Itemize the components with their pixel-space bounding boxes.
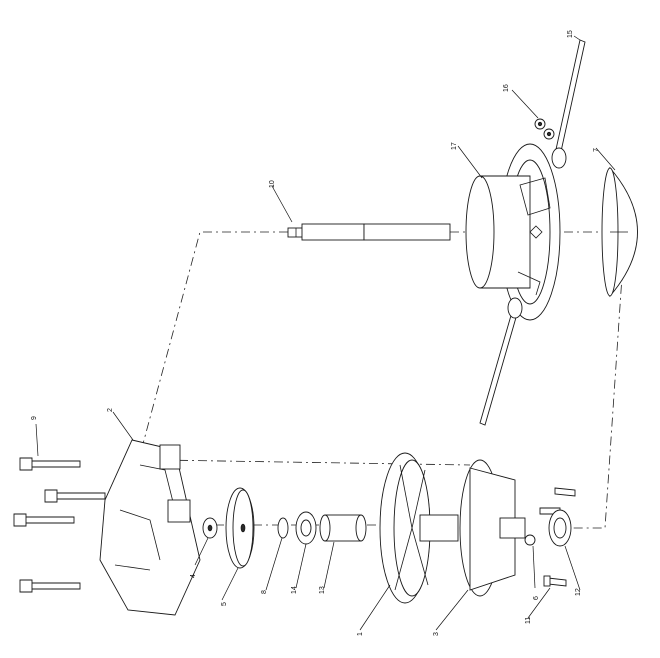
part-13-spacer-sleeve[interactable]	[319, 514, 367, 542]
part-15-rod-lower[interactable]	[479, 297, 523, 426]
callout-7: 7	[593, 148, 600, 152]
callout-10: 10	[269, 180, 276, 188]
callout-9: 9	[31, 416, 38, 420]
part-8-washer[interactable]	[277, 517, 289, 539]
part-15-rod-upper[interactable]	[551, 39, 586, 169]
part-9-bolts[interactable]	[13, 457, 106, 593]
callout-12: 12	[575, 588, 582, 596]
part-4-nut[interactable]	[202, 517, 218, 539]
part-11-screw[interactable]	[543, 575, 567, 587]
callout-13: 13	[319, 586, 326, 594]
part-12-ring-bearing[interactable]	[548, 509, 572, 547]
part-16-screws[interactable]	[534, 118, 555, 140]
callout-3: 3	[433, 632, 440, 636]
callout-14: 14	[291, 586, 298, 594]
callout-15: 15	[567, 30, 574, 38]
callout-8: 8	[261, 590, 268, 594]
part-17-drum-housing[interactable]	[465, 143, 561, 321]
part-14-bearing[interactable]	[295, 511, 317, 545]
part-2-frame-casting[interactable]	[99, 439, 201, 616]
callout-11: 11	[525, 617, 532, 624]
part-1-hub-wheel[interactable]	[379, 452, 459, 604]
part-5-disc[interactable]	[225, 487, 255, 569]
part-7-dome-cover[interactable]	[601, 166, 638, 298]
callout-17: 17	[451, 142, 458, 150]
callout-2: 2	[107, 408, 114, 412]
callout-16: 16	[503, 84, 510, 92]
callout-1: 1	[357, 632, 364, 636]
callout-5: 5	[221, 602, 228, 606]
callout-leaders	[35, 35, 616, 631]
callout-6: 6	[533, 596, 540, 600]
part-6-small-fasteners[interactable]	[524, 487, 576, 546]
callout-4: 4	[190, 574, 197, 578]
part-10-shaft[interactable]	[287, 223, 451, 241]
part-3-end-plate[interactable]	[459, 459, 526, 597]
